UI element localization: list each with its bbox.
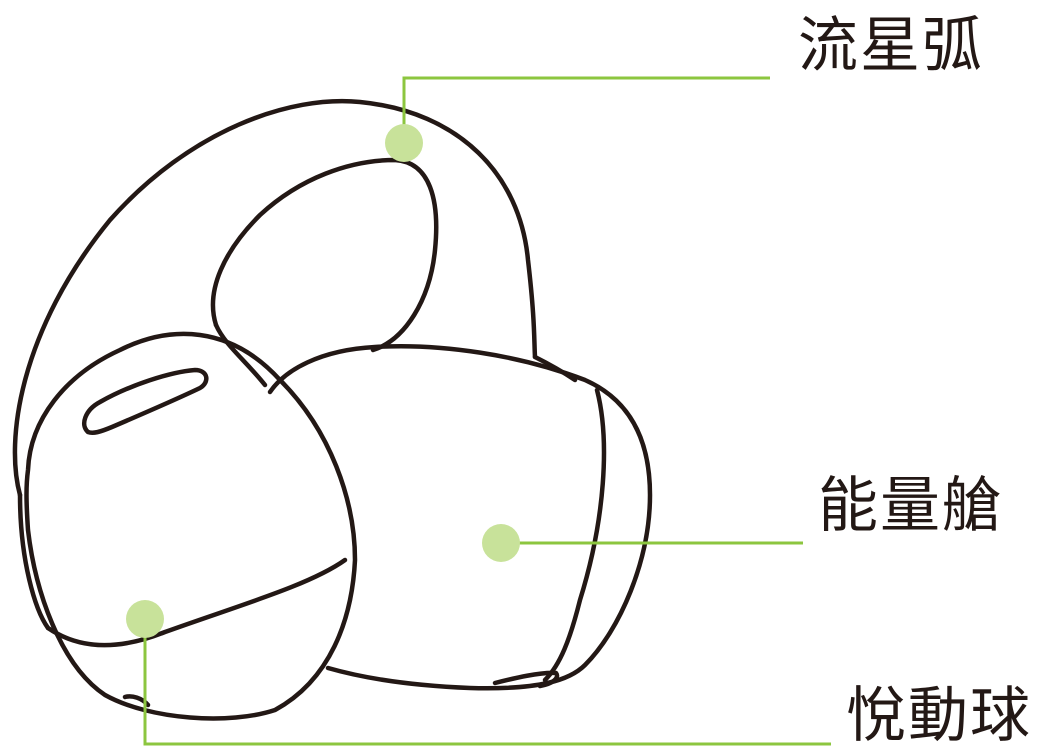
ear-hook-inner	[210, 157, 439, 353]
leader-line-bottom	[143, 619, 831, 746]
marker-dot-bottom	[126, 600, 164, 638]
energy-capsule	[267, 343, 653, 691]
leader-line-top	[402, 76, 770, 143]
hook-behind-ball	[213, 322, 268, 388]
speaker-face-left	[17, 492, 51, 631]
capsule-seam	[542, 387, 607, 683]
earbud-illustration	[12, 98, 653, 721]
label-joy-ball: 悅動球	[846, 681, 1032, 751]
marker-dot-middle	[482, 524, 520, 562]
marker-dot-top	[385, 124, 423, 162]
ear-hook-connector	[532, 354, 578, 383]
speaker-face-edge	[45, 557, 348, 648]
capsule-clip	[492, 670, 560, 689]
sound-vent-slot	[82, 367, 209, 436]
leader-lines	[143, 76, 831, 746]
speaker-ball	[24, 331, 358, 721]
marker-dots	[126, 124, 520, 638]
ear-hook-outer	[12, 98, 538, 498]
label-energy-capsule: 能量艙	[818, 471, 1004, 541]
label-meteor-arc: 流星弧	[798, 11, 984, 81]
